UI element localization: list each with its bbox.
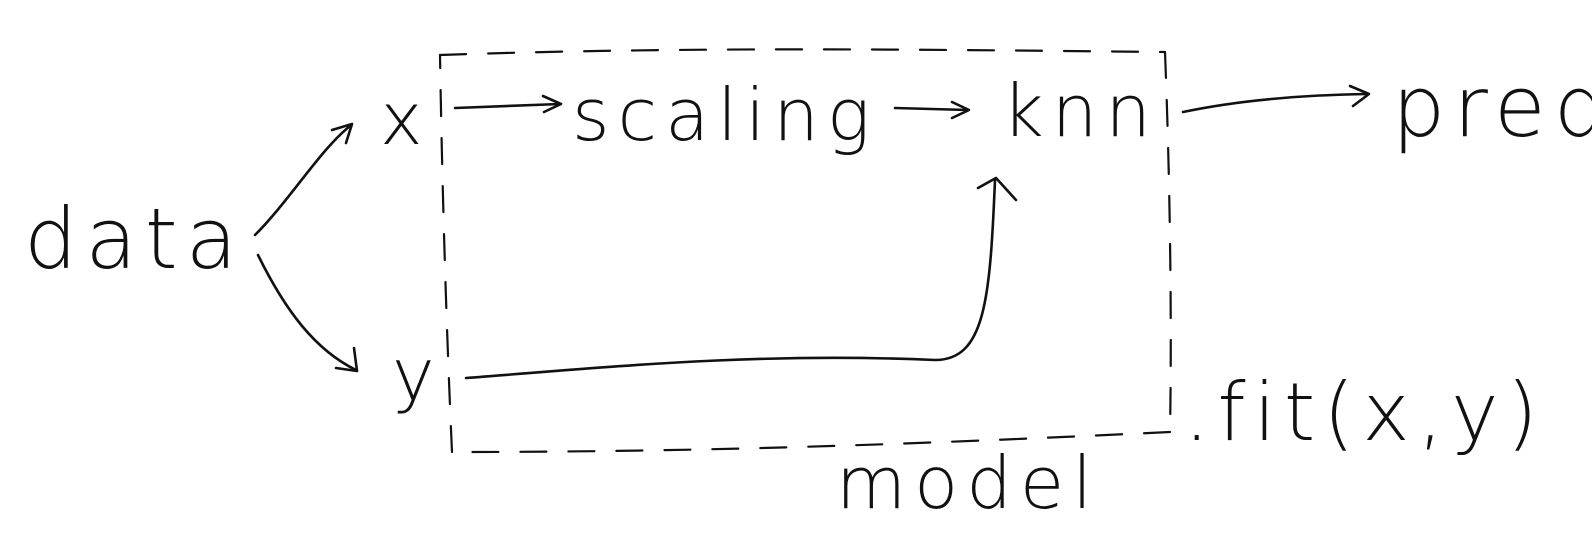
model-label: model — [836, 441, 1100, 525]
fit-call-label: .fit(x,y) — [1184, 366, 1546, 459]
data-node-label: data — [24, 190, 245, 288]
scaling-step-label: scaling — [572, 73, 878, 157]
x-node-label: x — [380, 77, 431, 161]
knn-to-pred-arrow — [1181, 84, 1371, 114]
model-boundary-box — [438, 48, 1172, 454]
knn-step-label: knn — [1002, 69, 1159, 153]
data-to-y-arrow — [256, 253, 359, 373]
scaling-to-knn-arrow — [893, 100, 971, 120]
data-to-x-arrow — [253, 122, 354, 237]
x-to-scaling-arrow — [453, 94, 563, 114]
y-to-knn-arrow — [464, 176, 1018, 380]
y-node-label: y — [392, 333, 443, 417]
pred-output-label: pred — [1392, 58, 1592, 156]
